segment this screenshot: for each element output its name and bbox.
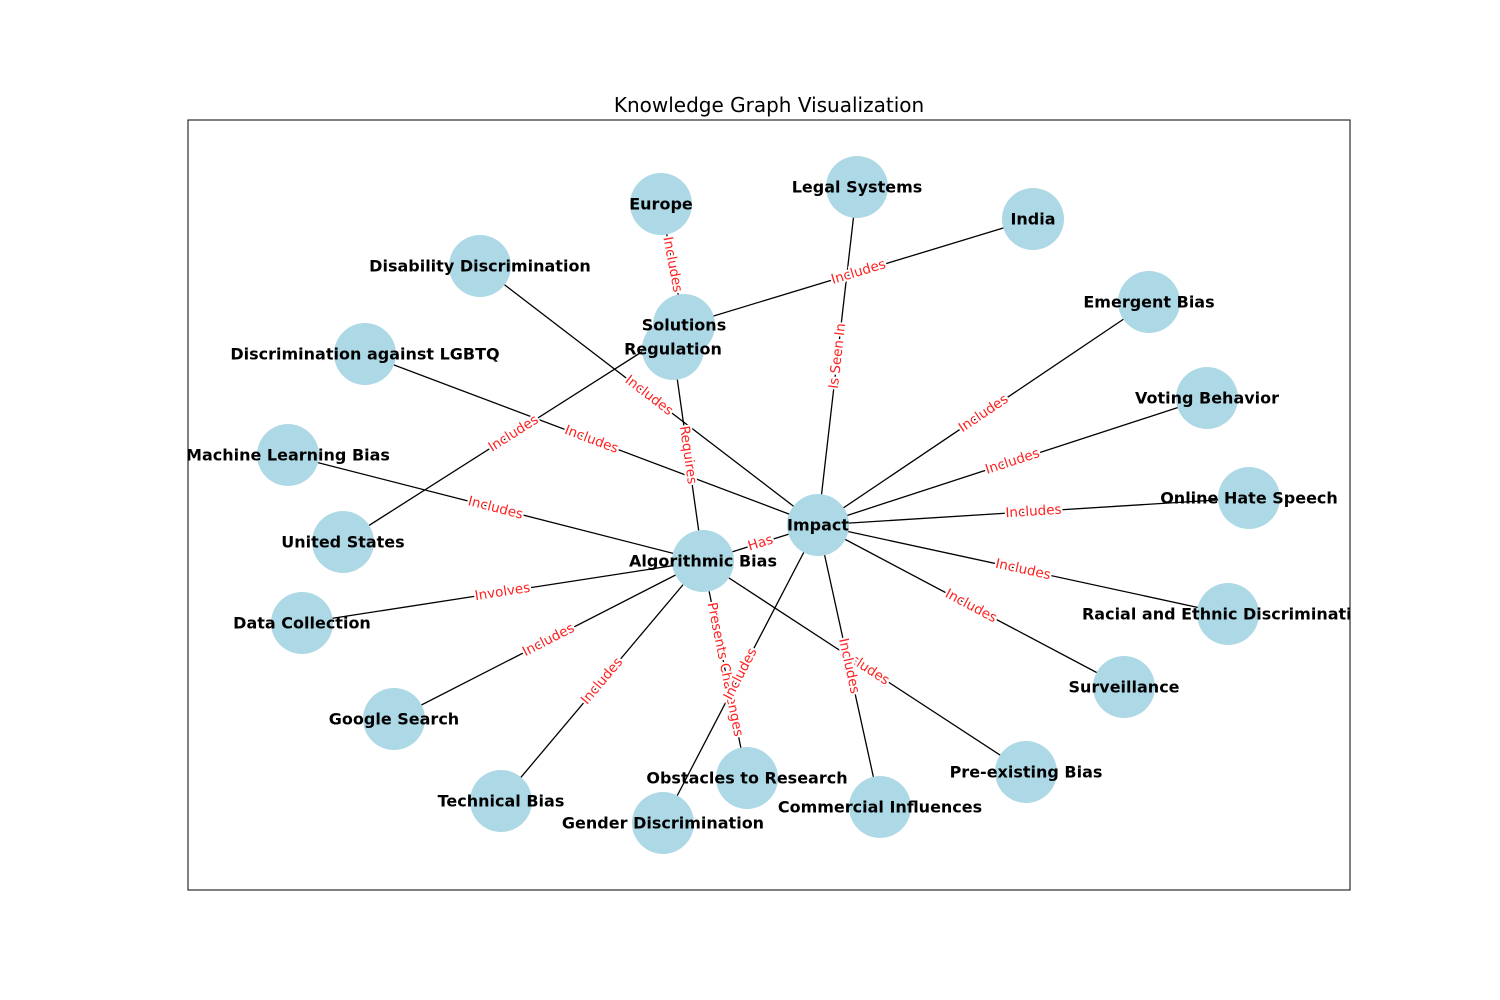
edge-label-impact-voting-behavior: Includes <box>983 445 1041 478</box>
edge-impact-disability-discrimination <box>479 265 819 526</box>
edge-impact-commercial-influences <box>817 524 881 808</box>
edge-label-impact-surveillance: Includes <box>942 586 999 626</box>
node-label-pre-existing-bias: Pre-existing Bias <box>950 763 1103 782</box>
edge-labels-layer: HasRequiresIncludesInvolvesIncludesInclu… <box>464 233 1064 740</box>
plot-frame <box>187 119 1351 891</box>
node-label-disability-discrimination: Disability Discrimination <box>369 257 591 276</box>
node-legal-systems[interactable] <box>826 156 888 218</box>
node-algorithmic-bias[interactable] <box>672 530 734 592</box>
node-label-legal-systems: Legal Systems <box>792 178 923 197</box>
node-discrimination-lgbtq[interactable] <box>334 323 396 385</box>
edge-impact-legal-systems <box>817 186 858 526</box>
node-label-racial-ethnic: Racial and Ethnic Discrimination <box>1082 605 1374 624</box>
nodes-layer <box>257 156 1280 854</box>
node-voting-behavior[interactable] <box>1176 367 1238 429</box>
node-label-obstacles-research: Obstacles to Research <box>646 769 847 788</box>
node-label-impact: Impact <box>787 516 849 535</box>
edge-label-algorithmic-bias-google-search: Includes <box>520 620 577 660</box>
edge-impact-gender-discrimination <box>662 524 819 824</box>
edge-impact-surveillance <box>817 524 1125 688</box>
node-obstacles-research[interactable] <box>716 747 778 809</box>
edge-label-impact-discrimination-lgbtq: Includes <box>562 422 620 457</box>
node-label-gender-discrimination: Gender Discrimination <box>562 814 764 833</box>
node-pre-existing-bias[interactable] <box>995 741 1057 803</box>
edge-solutions-united-states <box>342 324 685 543</box>
edge-algorithmic-bias-google-search <box>393 560 704 720</box>
node-label-united-states: United States <box>281 533 404 552</box>
node-label-voting-behavior: Voting Behavior <box>1135 389 1279 408</box>
node-label-technical-bias: Technical Bias <box>438 792 565 811</box>
edge-impact-racial-ethnic <box>817 524 1229 615</box>
node-india[interactable] <box>1002 188 1064 250</box>
node-label-europe: Europe <box>629 195 693 214</box>
node-technical-bias[interactable] <box>470 770 532 832</box>
node-solutions[interactable] <box>653 294 715 356</box>
node-label-data-collection: Data Collection <box>233 614 371 633</box>
node-label-surveillance: Surveillance <box>1068 678 1179 697</box>
node-label-commercial-influences: Commercial Influences <box>778 798 982 817</box>
node-online-hate-speech[interactable] <box>1218 467 1280 529</box>
edge-algorithmic-bias-pre-existing-bias <box>702 560 1027 773</box>
node-label-algorithmic-bias: Algorithmic Bias <box>629 552 777 571</box>
edge-algorithmic-bias-obstacles-research <box>702 560 748 779</box>
edge-algorithmic-bias-machine-learning-bias <box>287 454 704 562</box>
edge-label-algorithmic-bias-data-collection: Involves <box>474 580 532 604</box>
edge-algorithmic-bias-technical-bias <box>500 560 704 802</box>
node-europe[interactable] <box>630 173 692 235</box>
node-impact[interactable] <box>787 494 849 556</box>
node-label-machine-learning-bias: Machine Learning Bias <box>186 446 390 465</box>
node-disability-discrimination[interactable] <box>449 235 511 297</box>
edge-impact-voting-behavior <box>817 397 1208 526</box>
node-machine-learning-bias[interactable] <box>257 424 319 486</box>
edge-impact-emergent-bias <box>817 301 1150 526</box>
edge-label-algorithmic-bias-machine-learning-bias: Includes <box>466 493 524 522</box>
edge-label-solutions-europe: Includes <box>659 235 685 293</box>
edge-label-solutions-india: Includes <box>829 256 887 288</box>
edge-label-solutions-united-states: Includes <box>486 412 542 456</box>
node-label-google-search: Google Search <box>329 710 459 729</box>
node-commercial-influences[interactable] <box>849 776 911 838</box>
edge-label-impact-racial-ethnic: Includes <box>994 556 1052 584</box>
node-gender-discrimination[interactable] <box>632 792 694 854</box>
edge-label-impact-legal-systems: Is Seen In <box>826 322 849 389</box>
edge-algorithmic-bias-data-collection <box>301 560 704 624</box>
node-united-states[interactable] <box>312 511 374 573</box>
edge-label-algorithmic-bias-technical-bias: Includes <box>578 654 626 707</box>
node-label-solutions: Solutions <box>642 316 726 335</box>
edge-label-impact-online-hate-speech: Includes <box>1005 502 1062 521</box>
node-label-online-hate-speech: Online Hate Speech <box>1160 489 1338 508</box>
node-label-discrimination-lgbtq: Discrimination against LGBTQ <box>230 345 499 364</box>
edge-label-algorithmic-bias-regulation: Requires <box>676 425 700 485</box>
node-surveillance[interactable] <box>1093 656 1155 718</box>
edge-label-impact-emergent-bias: Includes <box>956 391 1012 436</box>
node-google-search[interactable] <box>363 688 425 750</box>
node-label-regulation: Regulation <box>624 340 722 359</box>
edge-algorithmic-bias-regulation <box>672 348 704 562</box>
node-label-india: India <box>1010 210 1055 229</box>
node-label-emergent-bias: Emergent Bias <box>1083 293 1214 312</box>
node-emergent-bias[interactable] <box>1118 271 1180 333</box>
node-racial-ethnic[interactable] <box>1197 583 1259 645</box>
edge-impact-discrimination-lgbtq <box>364 353 819 526</box>
graph-title: Knowledge Graph Visualization <box>614 93 924 117</box>
edges-layer <box>287 186 1250 824</box>
edge-solutions-india <box>683 218 1034 326</box>
edge-impact-online-hate-speech <box>817 497 1250 526</box>
node-data-collection[interactable] <box>271 592 333 654</box>
